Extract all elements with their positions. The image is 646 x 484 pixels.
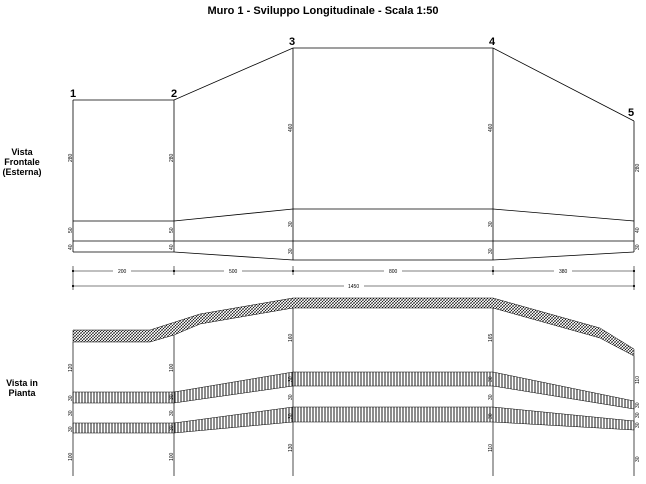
front-height-label-4: 460 — [488, 123, 494, 132]
front-lower-band-label-2: 40 — [169, 244, 175, 250]
front-lower-band-labels: 40 40 30 30 30 — [68, 244, 641, 254]
front-height-label-1: 280 — [68, 153, 74, 162]
front-upper-band-label-5: 40 — [635, 227, 641, 233]
plan-view-label-line-2: Pianta — [8, 388, 36, 398]
plan-wall1-label-2: 30 — [169, 394, 175, 400]
segment-length-label-4: 380 — [559, 269, 568, 275]
terrain-hatch-band — [72, 297, 635, 357]
front-view-label: Vista Frontale (Esterna) — [2, 147, 42, 177]
front-upper-band-label-3: 30 — [288, 221, 294, 227]
plan-wall-1-hatch — [72, 371, 635, 410]
plan-wall2-label-5: 30 — [635, 422, 641, 428]
front-height-label-3: 460 — [288, 123, 294, 132]
front-height-label-5: 280 — [635, 163, 641, 172]
plan-view-label-line-1: Vista in — [6, 378, 38, 388]
plan-bottom-label-4: 110 — [488, 444, 494, 452]
point-number-1: 1 — [70, 88, 76, 100]
front-upper-band-label-4: 30 — [488, 221, 494, 227]
plan-view — [72, 297, 635, 476]
front-upper-band-label-1: 50 — [68, 227, 74, 233]
foundation-bottom-line — [73, 251, 635, 261]
plan-top-label-1: 120 — [68, 363, 74, 372]
plan-wall2-label-4: 30 — [488, 413, 494, 419]
point-number-5: 5 — [628, 107, 634, 119]
plan-wall1-label-4: 30 — [488, 376, 494, 382]
plan-wall2-labels: 30 30 30 30 30 — [68, 413, 641, 432]
plan-top-label-5: 110 — [635, 376, 641, 384]
plan-top-label-4: 165 — [488, 333, 494, 342]
point-number-3: 3 — [289, 36, 295, 48]
plan-wall2-label-2: 30 — [169, 425, 175, 431]
plan-wall1-label-1: 30 — [68, 395, 74, 401]
segment-length-labels: 200 500 800 380 1450 — [113, 268, 572, 290]
plan-wall-2-hatch — [72, 406, 635, 434]
front-lower-band-label-1: 40 — [68, 244, 74, 250]
front-view-label-line-3: (Esterna) — [2, 167, 42, 177]
plan-gap-label-1: 30 — [68, 410, 74, 416]
plan-wall2-label-1: 30 — [68, 426, 74, 432]
front-lower-band-label-4: 30 — [488, 248, 494, 254]
front-view-label-line-1: Vista — [11, 147, 33, 157]
page-title: Muro 1 - Sviluppo Longitudinale - Scala … — [207, 5, 439, 17]
wall-top-profile — [73, 47, 635, 122]
plan-top-labels: 120 100 160 165 110 — [68, 333, 641, 384]
point-number-4: 4 — [489, 36, 496, 48]
plan-wall1-label-3: 30 — [288, 376, 294, 382]
front-lower-band-label-3: 30 — [288, 248, 294, 254]
plan-gap-labels: 30 30 30 30 30 — [68, 394, 641, 418]
total-length-label: 1450 — [348, 284, 359, 290]
front-height-label-2: 280 — [169, 153, 175, 162]
dimension-ticks — [71, 269, 636, 288]
plan-gap-label-4: 30 — [488, 394, 494, 400]
plan-bottom-labels: 100 100 130 110 30 — [68, 443, 641, 462]
front-view-label-line-2: Frontale — [4, 157, 40, 167]
segment-length-label-2: 500 — [229, 269, 238, 275]
plan-wall1-label-5: 30 — [635, 402, 641, 408]
point-number-2: 2 — [171, 88, 177, 100]
plan-view-label: Vista in Pianta — [2, 378, 42, 398]
plan-bottom-label-2: 100 — [169, 452, 175, 461]
wall-base-line — [73, 208, 635, 222]
front-view — [72, 47, 635, 261]
point-numbers: 1 2 3 4 5 — [70, 36, 634, 119]
plan-bottom-label-3: 130 — [288, 443, 294, 452]
plan-top-label-2: 100 — [169, 363, 175, 372]
front-lower-band-label-5: 30 — [635, 244, 641, 250]
plan-gap-label-5: 30 — [635, 412, 641, 418]
segment-length-label-1: 200 — [118, 269, 127, 275]
front-height-labels: 280 280 460 460 280 — [68, 123, 641, 172]
plan-gap-label-2: 30 — [169, 410, 175, 416]
plan-top-label-3: 160 — [288, 333, 294, 342]
plan-bottom-label-1: 100 — [68, 452, 74, 461]
front-upper-band-labels: 50 50 30 30 40 — [68, 221, 641, 233]
plan-wall1-labels: 30 30 30 30 30 — [68, 376, 641, 408]
plan-wall2-label-3: 30 — [288, 413, 294, 419]
segment-length-label-3: 800 — [389, 269, 398, 275]
plan-gap-label-3: 30 — [288, 394, 294, 400]
front-upper-band-label-2: 50 — [169, 227, 175, 233]
plan-bottom-label-5: 30 — [635, 456, 641, 462]
